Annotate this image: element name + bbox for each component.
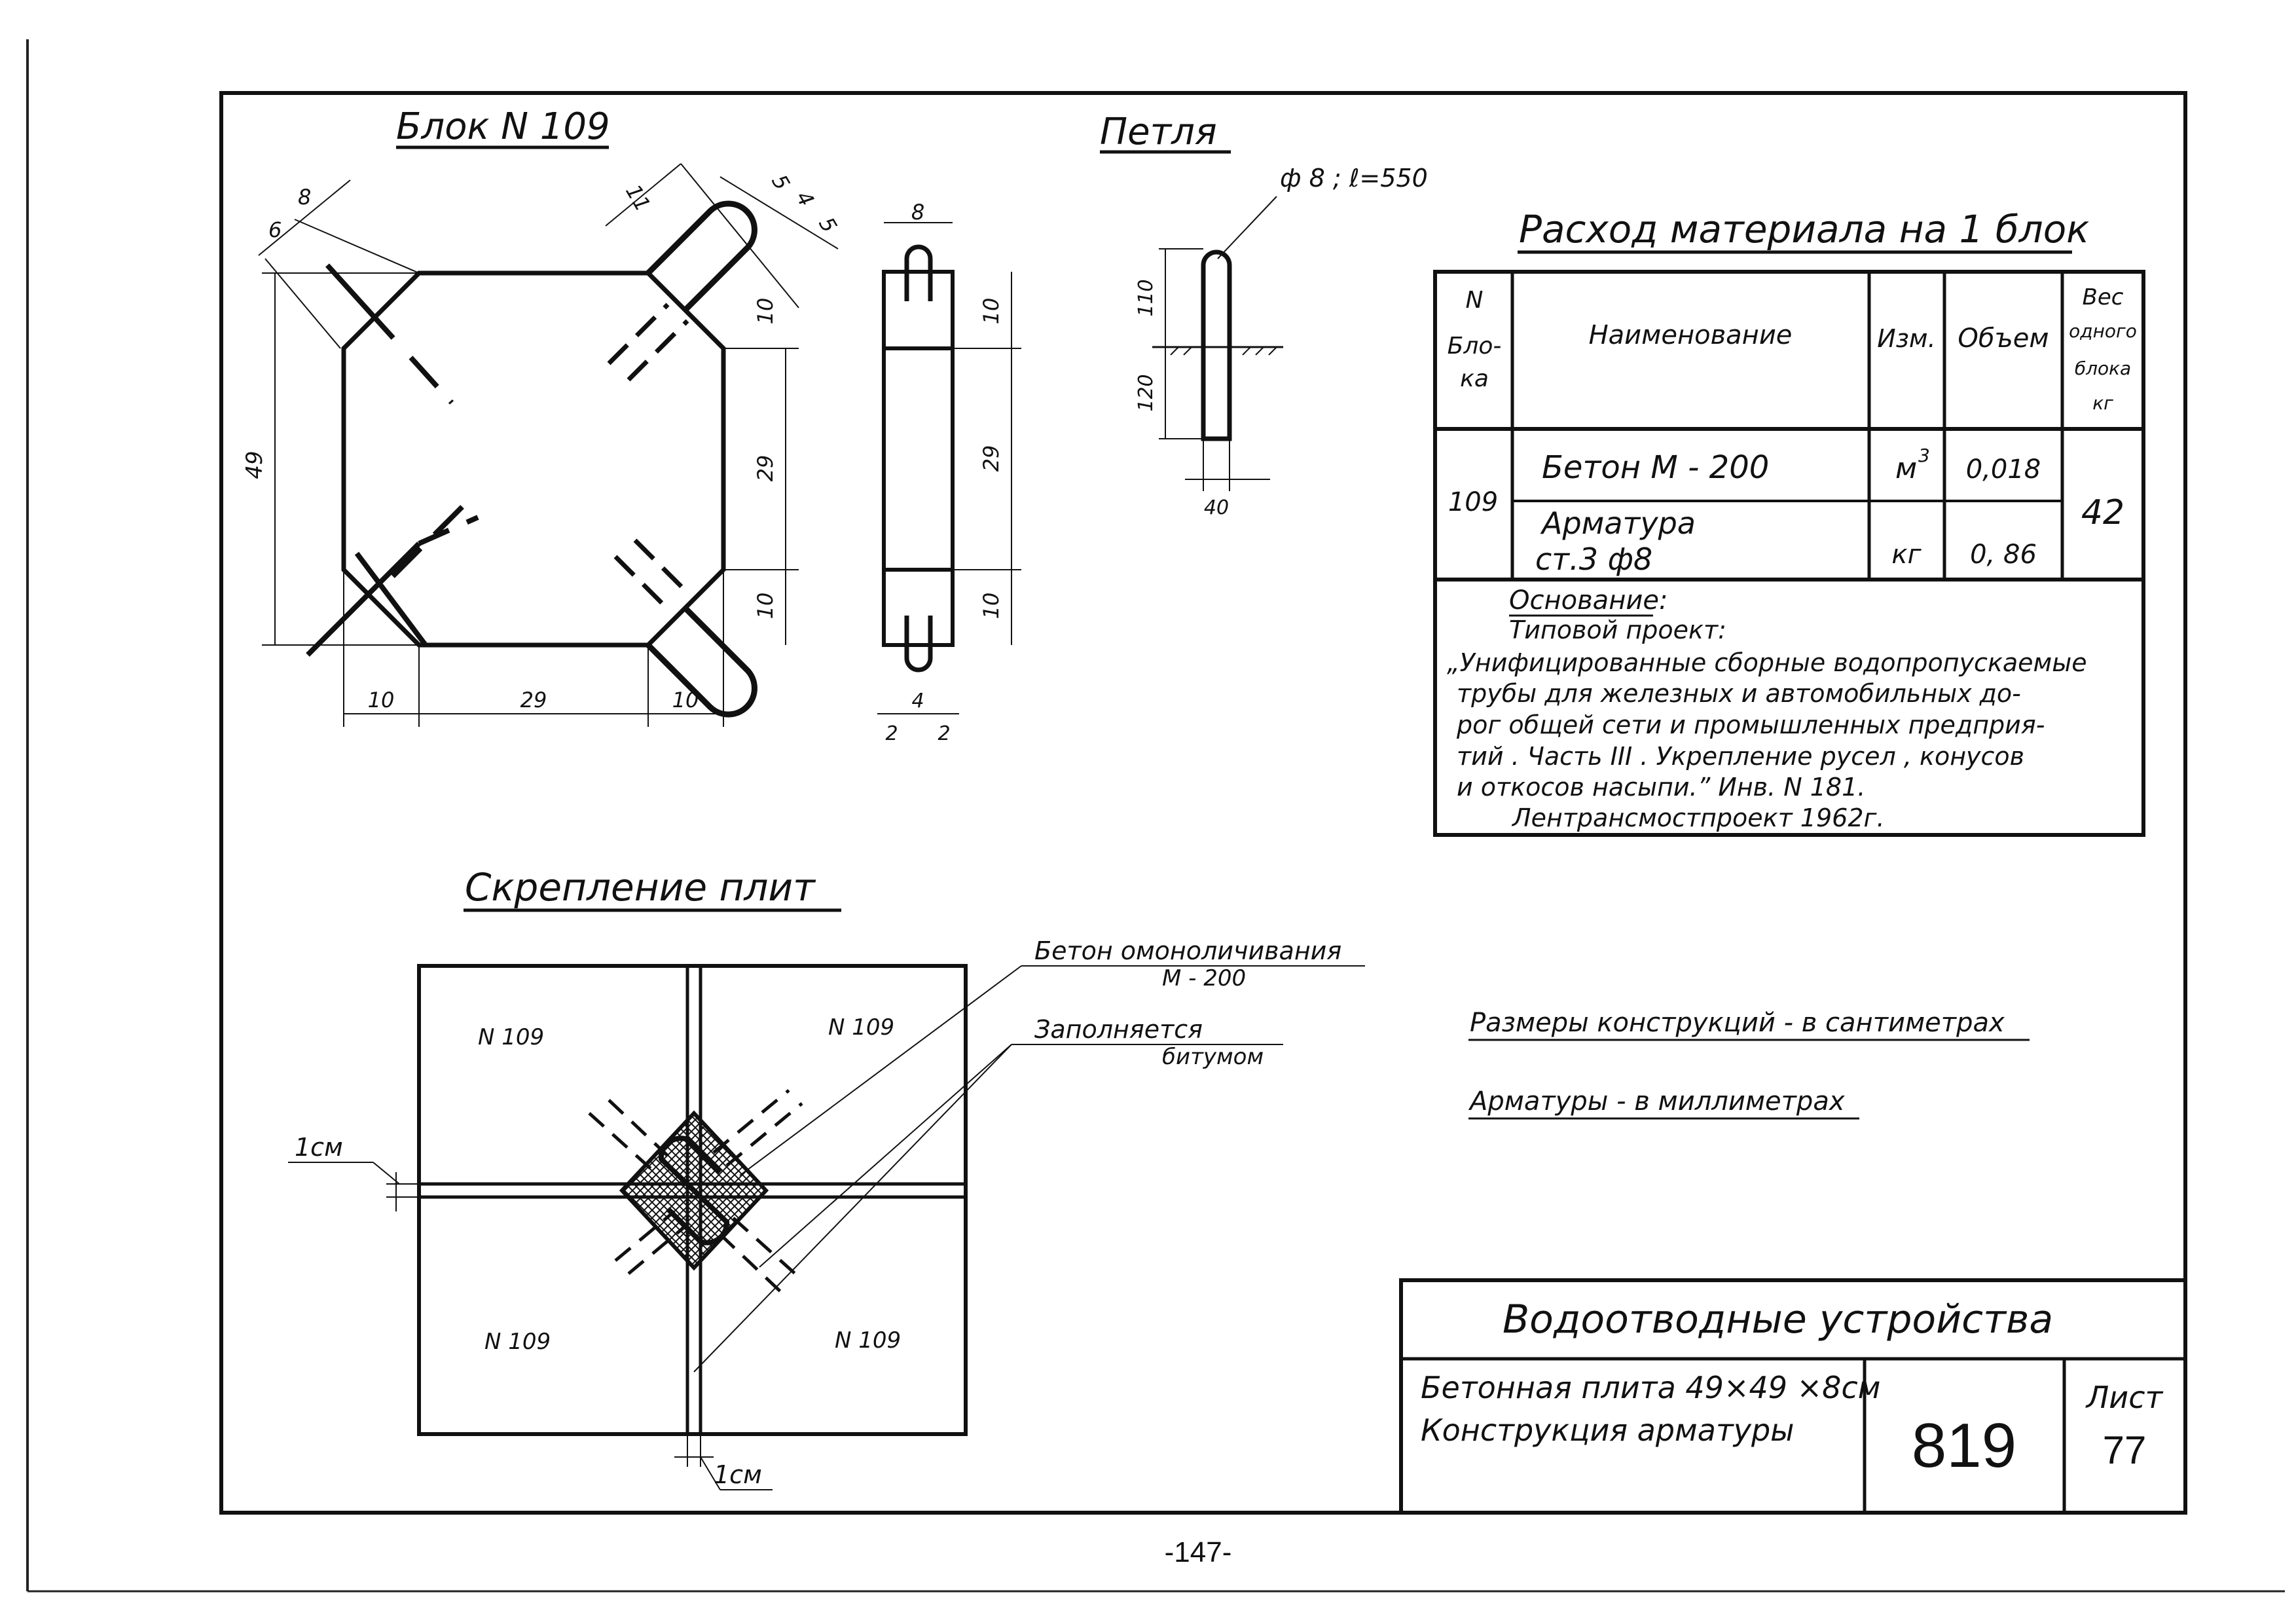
svg-text:2: 2: [938, 722, 950, 745]
svg-text:10: 10: [979, 298, 1004, 325]
row-concrete-volume: 0,018: [1966, 454, 2041, 485]
svg-text:2: 2: [885, 722, 898, 745]
svg-text:10: 10: [672, 688, 699, 712]
svg-text:1см: 1см: [714, 1460, 762, 1489]
plate-fastening-view: Скрепление плит N 109 N 109 N 109 N 109 …: [288, 865, 1365, 1490]
svg-text:8: 8: [911, 200, 924, 225]
rebar-note: Арматуры - в миллиметрах: [1468, 1086, 1845, 1116]
svg-text:трубы для железных и автомобил: трубы для железных и автомобильных до-: [1457, 679, 2021, 708]
svg-text:Наименование: Наименование: [1589, 320, 1793, 350]
svg-text:29: 29: [753, 455, 778, 482]
svg-text:1см: 1см: [295, 1133, 343, 1162]
svg-text:3: 3: [1918, 445, 1930, 466]
row-rebar-volume: 0, 86: [1970, 540, 2037, 570]
svg-text:6: 6: [268, 217, 282, 242]
callout-bitumen: Заполняется: [1034, 1015, 1203, 1044]
title-line1: Бетонная плита 49×49 ×8см: [1421, 1370, 1880, 1405]
block-109-view: Блок N 109 49 10 29 10 10 29 10: [242, 105, 842, 727]
sheet-number: 77: [2103, 1428, 2147, 1472]
loop-bottom-right: [646, 604, 757, 718]
svg-text:11: 11: [621, 180, 655, 215]
svg-text:и откосов насыпи.” Инв. N 181.: и откосов насыпи.” Инв. N 181.: [1457, 773, 1865, 802]
svg-text:10: 10: [753, 298, 778, 325]
svg-text:ст.3 ф8: ст.3 ф8: [1535, 542, 1652, 577]
svg-text:битумом: битумом: [1162, 1044, 1264, 1070]
callout-concrete: Бетон омоноличивания: [1034, 936, 1341, 965]
svg-text:8: 8: [298, 185, 311, 210]
svg-text:Вес: Вес: [2083, 284, 2124, 310]
svg-text:Объем: Объем: [1958, 323, 2049, 354]
svg-text:40: 40: [1204, 496, 1229, 519]
svg-text:5: 5: [814, 213, 842, 237]
block-number: 109: [1448, 487, 1498, 517]
drawing-frame: [219, 91, 2187, 1515]
row-concrete-unit: м: [1895, 452, 1917, 485]
fastening-title: Скрепление плит: [465, 865, 816, 910]
svg-text:N: N: [1466, 287, 1484, 314]
title-block: Водоотводные устройства Бетонная плита 4…: [1399, 1278, 2187, 1515]
svg-text:Изм.: Изм.: [1877, 324, 1935, 353]
dims-note: Размеры конструкций - в сантиметрах: [1470, 1008, 2005, 1038]
drawing-number: 819: [1912, 1411, 2016, 1481]
svg-text:тий . Часть III . Укрепление р: тий . Часть III . Укрепление русел , кон…: [1457, 742, 2024, 771]
loop-top-right: [646, 200, 757, 314]
materials-table: Расход материала на 1 блок N Бло- ка Наи…: [1433, 207, 2145, 837]
svg-text:10: 10: [979, 593, 1004, 619]
svg-text:Типовой проект:: Типовой проект:: [1509, 616, 1726, 644]
svg-text:110: 110: [1135, 279, 1157, 316]
page-number: -147-: [1165, 1536, 1232, 1568]
title-line2: Конструкция арматуры: [1421, 1412, 1795, 1448]
notes: Размеры конструкций - в сантиметрах Арма…: [1468, 1008, 2030, 1120]
svg-text:рог общей сети и промышленных: рог общей сети и промышленных предприя-: [1456, 710, 2045, 739]
title-section: Водоотводные устройства: [1503, 1297, 2053, 1342]
loop-view: Петля ф 8 ; ℓ=550 110 120 40: [1100, 111, 1428, 519]
loop-spec: ф 8 ; ℓ=550: [1280, 164, 1428, 193]
sheet-label: Лист: [2085, 1380, 2164, 1415]
svg-text:блока: блока: [2075, 358, 2131, 379]
svg-text:N 109: N 109: [828, 1014, 894, 1041]
block-weight: 42: [2081, 493, 2124, 532]
svg-text:4: 4: [911, 690, 924, 712]
svg-text:„Унифицированные сборные водоп: „Унифицированные сборные водопропускаемы…: [1447, 648, 2087, 677]
basis-label: Основание:: [1509, 585, 1667, 616]
svg-text:одного: одного: [2069, 320, 2137, 342]
materials-title: Расход материала на 1 блок: [1519, 207, 2089, 251]
svg-text:29: 29: [979, 445, 1004, 472]
svg-text:Лентрансмостпроект 1962г.: Лентрансмостпроект 1962г.: [1511, 803, 1885, 832]
svg-text:ка: ка: [1460, 365, 1489, 392]
svg-text:N 109: N 109: [835, 1327, 901, 1354]
row-rebar-unit: кг: [1891, 540, 1922, 570]
loop-title: Петля: [1100, 111, 1217, 153]
row-rebar-name: Арматура: [1540, 506, 1696, 541]
svg-text:М - 200: М - 200: [1162, 965, 1246, 991]
row-concrete-name: Бетон М - 200: [1542, 449, 1769, 486]
block-outline: [341, 270, 726, 648]
svg-text:N 109: N 109: [484, 1329, 551, 1355]
svg-text:5: 5: [767, 170, 795, 194]
svg-text:120: 120: [1135, 374, 1157, 411]
svg-text:4: 4: [791, 187, 819, 211]
svg-text:N 109: N 109: [478, 1024, 544, 1050]
block-title: Блок N 109: [396, 105, 610, 148]
svg-text:49: 49: [242, 451, 268, 479]
svg-text:Бло-: Бло-: [1448, 333, 1502, 360]
svg-text:кг: кг: [2092, 392, 2113, 414]
svg-text:10: 10: [753, 593, 778, 619]
svg-text:29: 29: [520, 688, 547, 712]
svg-text:10: 10: [368, 688, 395, 712]
block-section-view: 8 10 29 10 2 4 2: [877, 200, 1021, 745]
